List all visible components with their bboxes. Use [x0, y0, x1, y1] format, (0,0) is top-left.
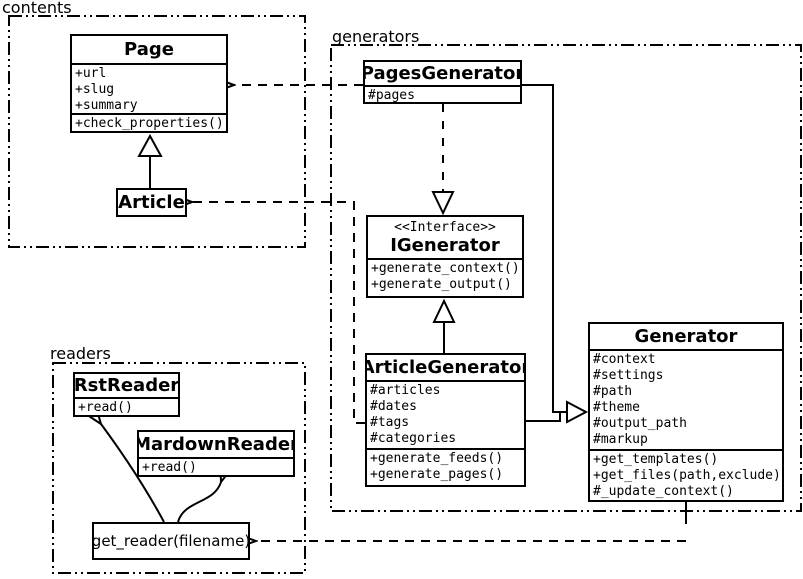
attribute: #tags — [370, 415, 410, 430]
class-markdownreader: MardownReader +read() — [137, 430, 295, 477]
package-readers-border — [52, 362, 306, 574]
package-generators-border — [330, 44, 802, 512]
class-pagesgenerator-attributes: #pages — [365, 87, 520, 102]
function-get-reader-label: get_reader(filename) — [92, 532, 250, 550]
method: +get_files(path,exclude) — [593, 468, 781, 483]
attribute: +url — [75, 66, 107, 81]
class-generator: Generator #context #settings #path #them… — [588, 322, 784, 502]
class-page-attributes: +url +slug +summary — [72, 65, 226, 115]
class-igenerator: <<Interface>> IGenerator +generate_conte… — [366, 215, 524, 298]
method: +get_templates() — [593, 452, 719, 467]
class-igenerator-title: IGenerator — [390, 234, 500, 256]
class-generator-title: Generator — [590, 324, 782, 351]
edge-getreader-to-rstreader — [101, 424, 165, 523]
edge-pagesgenerator-implements-igenerator — [431, 104, 455, 216]
edge-getreader-to-markdownreader — [177, 482, 221, 523]
method: +generate_output() — [371, 277, 512, 292]
class-igenerator-methods: +generate_context() +generate_output() — [368, 260, 522, 296]
package-contents-label: contents — [2, 0, 72, 17]
package-contents-border — [8, 15, 306, 248]
class-articlegenerator-methods: +generate_feeds() +generate_pages() — [367, 450, 524, 485]
attribute: #output_path — [593, 416, 687, 431]
class-article-title: Article — [118, 192, 185, 213]
edge-articlegenerator-implements-igenerator — [432, 298, 456, 353]
method: +check_properties() — [75, 116, 224, 131]
attribute: #context — [593, 352, 656, 367]
function-get-reader: get_reader(filename) — [92, 522, 250, 560]
method: +generate_feeds() — [370, 451, 504, 466]
attribute: #pages — [368, 88, 415, 102]
attribute: #articles — [370, 383, 441, 398]
edge-article-extends-page — [137, 133, 163, 188]
package-readers-label: readers — [50, 344, 111, 363]
class-rstreader-methods: +read() — [75, 399, 178, 415]
class-markdownreader-title: MardownReader — [139, 432, 293, 459]
class-articlegenerator-title: ArticleGenerator — [367, 355, 524, 382]
class-igenerator-stereotype: <<Interface>> — [394, 219, 496, 235]
method: +generate_pages() — [370, 467, 504, 482]
class-igenerator-header: <<Interface>> IGenerator — [368, 217, 522, 260]
class-article: Article — [116, 188, 187, 217]
edge-articlegenerator-uses-article — [192, 202, 365, 424]
edge-generators-extend-generator — [522, 84, 589, 424]
attribute: +summary — [75, 98, 138, 113]
attribute: #markup — [593, 432, 648, 447]
attribute: #path — [593, 384, 633, 399]
attribute: #dates — [370, 399, 417, 414]
method: +read() — [142, 460, 197, 475]
class-markdownreader-methods: +read() — [139, 459, 293, 475]
class-rstreader: RstReader +read() — [73, 372, 180, 417]
class-articlegenerator-attributes: #articles #dates #tags #categories — [367, 382, 524, 450]
attribute: #settings — [593, 368, 664, 383]
method: #_update_context() — [593, 484, 734, 499]
class-generator-methods: +get_templates() +get_files(path,exclude… — [590, 451, 782, 500]
class-pagesgenerator-title: PagesGenerator — [365, 62, 520, 87]
class-articlegenerator: ArticleGenerator #articles #dates #tags … — [365, 353, 526, 487]
attribute: +slug — [75, 82, 115, 97]
package-generators-label: generators — [332, 27, 420, 46]
class-pagesgenerator: PagesGenerator #pages — [363, 60, 522, 104]
class-page-methods: +check_properties() — [72, 115, 226, 131]
edge-generator-uses-getreader — [256, 502, 687, 541]
class-page-title: Page — [72, 36, 226, 65]
method: +read() — [78, 400, 133, 415]
class-rstreader-title: RstReader — [75, 374, 178, 399]
class-page: Page +url +slug +summary +check_properti… — [70, 34, 228, 133]
method: +generate_context() — [371, 261, 520, 276]
attribute: #categories — [370, 431, 457, 446]
attribute: #theme — [593, 400, 640, 415]
class-generator-attributes: #context #settings #path #theme #output_… — [590, 351, 782, 451]
